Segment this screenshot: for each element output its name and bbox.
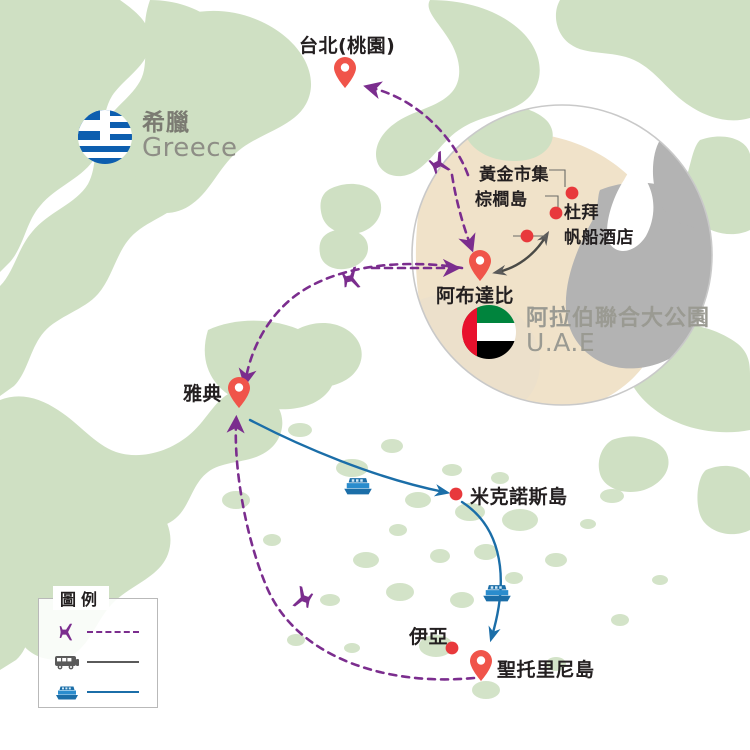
island-ios: [386, 583, 414, 601]
island-amorgos: [450, 592, 474, 608]
island-naxos: [502, 509, 538, 531]
route-plane-icons: [292, 150, 451, 609]
legend-line-bus: [87, 661, 139, 663]
map-pins-group: [228, 57, 492, 681]
island-south-2: [546, 657, 566, 671]
island-kythnos: [381, 439, 403, 453]
legend-row-ferry[interactable]: [47, 683, 139, 701]
country-name-en-greece: Greece: [142, 133, 238, 164]
inset-circle-border: [411, 104, 713, 406]
land-turkey-southeast: [697, 465, 750, 535]
island-lemnos: [320, 183, 382, 235]
label-burj-al-arab: 帆船酒店: [564, 228, 634, 248]
ferry-icon-santorini-leg: [483, 585, 511, 602]
poi-dot-mykonos[interactable]: [449, 487, 463, 501]
island-lesvos: [319, 229, 369, 270]
ferry-icon: [47, 683, 87, 701]
ferry-icon-mykonos-leg: [344, 478, 372, 495]
poi-dot-burj-al-arab[interactable]: [549, 206, 563, 220]
route-santorini-to-athens: [226, 414, 476, 681]
land-northwest: [0, 0, 151, 272]
route-ferry-icons: [344, 478, 511, 602]
airplane-icon-santorini-leg: [292, 585, 314, 609]
airplane-icon-taipei-leg: [428, 150, 451, 175]
label-abu-dhabi: 阿布達比: [436, 285, 515, 307]
island-kos: [600, 489, 624, 503]
country-name-zh-uae: 阿拉伯聯合大公園: [526, 306, 711, 332]
land-turkey-north: [555, 0, 750, 121]
poi-dots-group: [445, 186, 579, 655]
label-taipei: 台北(桃園): [299, 35, 396, 57]
island-astypalaia: [545, 553, 567, 567]
route-dubai-to-abudhabi: [492, 230, 550, 276]
legend-row-bus[interactable]: [47, 653, 139, 671]
island-kalymnos: [580, 519, 596, 529]
label-palm-island: 棕櫚島: [475, 190, 528, 210]
airplane-icon-athens-leg: [341, 266, 361, 288]
island-sifnos: [430, 549, 450, 563]
label-gold-souk: 黃金市集: [479, 165, 549, 185]
label-dubai: 杜拜: [564, 203, 599, 223]
island-serifos: [389, 524, 407, 536]
map-pin-athens[interactable]: [228, 377, 250, 408]
landmass-group: [0, 0, 382, 670]
legend-title: 圖例: [53, 586, 110, 610]
island-tinos: [442, 464, 462, 476]
country-name-zh-greece: 希臘: [142, 110, 190, 137]
inset-land-gray: [565, 182, 712, 369]
island-aegina: [222, 491, 250, 509]
island-milos: [353, 552, 379, 568]
island-santorini-land: [419, 635, 453, 657]
island-anafi: [344, 643, 360, 653]
poi-dot-oia[interactable]: [445, 641, 459, 655]
legend-row-flight[interactable]: [47, 621, 139, 643]
map-pin-santorini[interactable]: [470, 650, 492, 681]
route-taipei-to-abudhabi: [450, 173, 476, 253]
legend-box: 圖例: [38, 586, 158, 708]
route-athens-to-mykonos: [248, 418, 451, 497]
island-paros: [474, 544, 498, 560]
map-pin-abu-dhabi[interactable]: [469, 250, 491, 281]
island-syros: [405, 492, 431, 508]
label-mykonos: 米克諾斯島: [470, 486, 568, 508]
island-south-3: [611, 614, 629, 626]
island-hydra: [263, 534, 281, 546]
legend-line-flight: [87, 631, 139, 633]
route-abudhabi-to-taipei: [363, 81, 470, 177]
land-turkey-west: [375, 0, 540, 177]
airplane-icon: [47, 621, 87, 643]
land-north-greece: [0, 0, 247, 396]
bus-icon: [47, 653, 87, 671]
poi-dot-gold-souk[interactable]: [565, 186, 579, 200]
route-abudhabi-to-athens: [238, 262, 464, 387]
label-athens: 雅典: [183, 383, 223, 405]
island-rhodes: [598, 436, 669, 493]
island-south-1: [472, 681, 500, 699]
island-folegandros: [320, 594, 340, 606]
island-cyclades-group: [222, 423, 668, 699]
leader-palm-island: [545, 195, 559, 207]
island-donousa: [505, 572, 523, 584]
uae-flag-icon: [462, 305, 516, 359]
island-sikinos: [287, 634, 305, 646]
inset-gulf-water: [607, 168, 654, 251]
route-mykonos-to-santorini: [460, 500, 502, 643]
country-badge-greece: 希臘 Greece: [78, 110, 238, 164]
greece-flag-icon: [78, 110, 132, 164]
label-oia: 伊亞: [409, 626, 449, 648]
land-west-edge: [0, 439, 60, 518]
map-pin-taipei[interactable]: [334, 57, 356, 88]
poi-dot-palm-island[interactable]: [520, 229, 534, 243]
land-thrace: [134, 10, 312, 214]
legend-line-ferry: [87, 691, 139, 693]
island-salamina: [288, 423, 312, 437]
leader-gold-souk: [549, 169, 566, 187]
island-naxos-n: [491, 472, 509, 484]
label-santorini: 聖托里尼島: [497, 659, 595, 681]
country-name-en-uae: U.A.E: [526, 328, 596, 358]
island-south-4: [652, 575, 668, 585]
country-badge-uae: 阿拉伯聯合大公園 U.A.E: [462, 305, 710, 359]
